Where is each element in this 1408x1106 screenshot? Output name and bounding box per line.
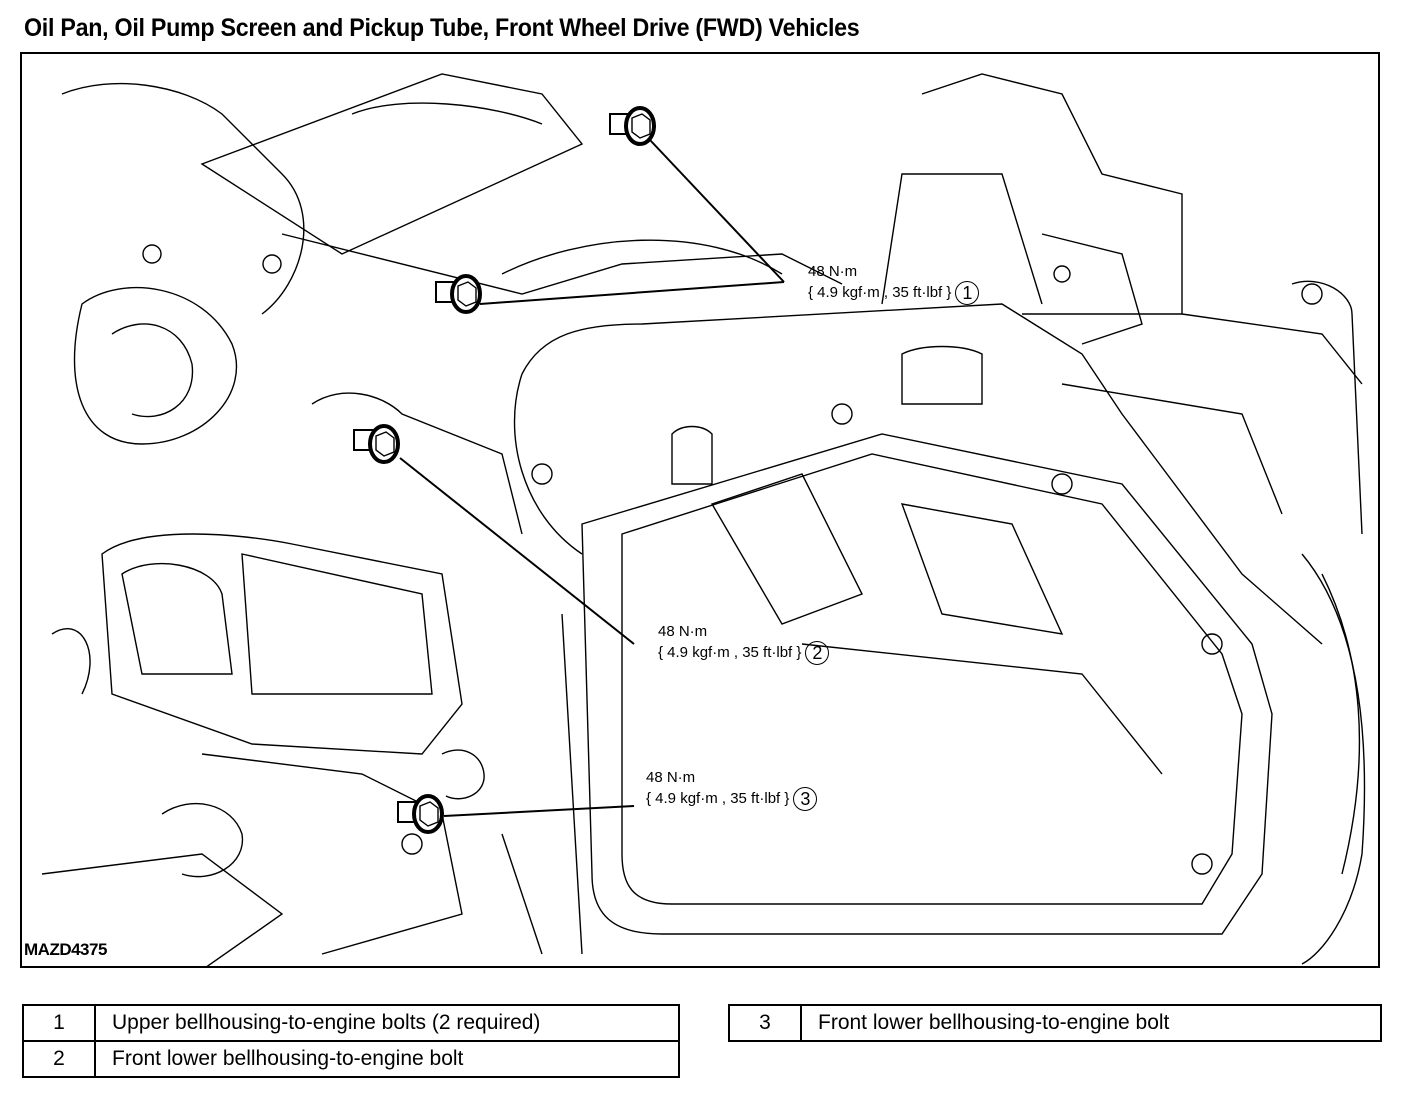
figure-id: MAZD4375: [24, 940, 107, 959]
torque-callout-3: 48 N·m { 4.9 kgf·m , 35 ft·lbf }3: [646, 768, 818, 811]
bolt-1a: [609, 106, 656, 146]
legend-description: Front lower bellhousing-to-engine bolt: [800, 1004, 1382, 1042]
leader-line-3: [443, 805, 635, 817]
leader-line-1b: [479, 281, 785, 305]
legend-table-right: 3 Front lower bellhousing-to-engine bolt: [728, 1004, 1382, 1042]
torque-callout-1: 48 N·m { 4.9 kgf·m , 35 ft·lbf }1: [808, 262, 980, 305]
torque-value: 48 N·m: [658, 623, 708, 640]
legend-number: 1: [22, 1004, 96, 1042]
torque-conversion: { 4.9 kgf·m , 35 ft·lbf }: [658, 643, 802, 661]
callout-number-badge: 1: [955, 281, 980, 305]
legend-table-left: 1 Upper bellhousing-to-engine bolts (2 r…: [22, 1004, 680, 1078]
callout-number-badge: 3: [793, 787, 818, 811]
legend-description: Front lower bellhousing-to-engine bolt: [94, 1040, 680, 1078]
bolt-1b: [435, 274, 482, 314]
leader-line-2: [399, 457, 635, 645]
legend-row: 1 Upper bellhousing-to-engine bolts (2 r…: [22, 1004, 680, 1042]
torque-value: 48 N·m: [808, 263, 858, 280]
leader-line-1a: [649, 139, 785, 283]
bolt-2: [353, 424, 400, 464]
callout-number-badge: 2: [805, 641, 830, 665]
legend-row: 2 Front lower bellhousing-to-engine bolt: [22, 1040, 680, 1078]
legend-number: 3: [728, 1004, 802, 1042]
legend-row: 3 Front lower bellhousing-to-engine bolt: [728, 1004, 1382, 1042]
torque-callout-2: 48 N·m { 4.9 kgf·m , 35 ft·lbf }2: [658, 622, 830, 665]
engine-line-drawing: [41, 73, 1366, 966]
torque-conversion: { 4.9 kgf·m , 35 ft·lbf }: [808, 283, 952, 301]
torque-conversion: { 4.9 kgf·m , 35 ft·lbf }: [646, 789, 790, 807]
legend-description: Upper bellhousing-to-engine bolts (2 req…: [94, 1004, 680, 1042]
legend-number: 2: [22, 1040, 96, 1078]
engine-illustration: 48 N·m { 4.9 kgf·m , 35 ft·lbf }1 48 N·m…: [20, 52, 1380, 968]
bolt-3: [397, 794, 444, 834]
torque-value: 48 N·m: [646, 769, 696, 786]
page-title: Oil Pan, Oil Pump Screen and Pickup Tube…: [24, 14, 860, 42]
